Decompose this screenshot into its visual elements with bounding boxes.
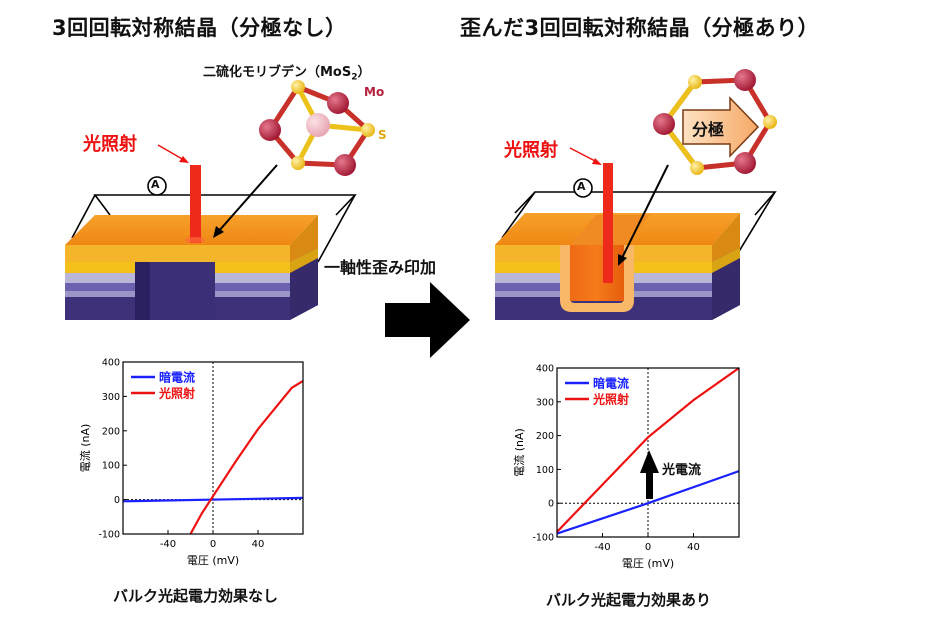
y-tick-label: 0 xyxy=(114,495,120,506)
y-axis-label: 電流 (nA) xyxy=(78,424,92,473)
left-ammeter xyxy=(147,176,167,196)
s-label: S xyxy=(378,128,387,142)
right-device xyxy=(495,147,777,320)
left-laser-beam xyxy=(190,165,201,243)
legend-label-0: 暗電流 xyxy=(159,370,195,385)
y-tick-label: 300 xyxy=(102,392,120,403)
series-line-0 xyxy=(122,496,304,503)
y-tick-label: 200 xyxy=(536,431,554,442)
mo-label: Mo xyxy=(364,85,385,99)
y-tick-label: 300 xyxy=(536,397,554,408)
y-tick-label: -100 xyxy=(532,533,554,544)
right-ammeter xyxy=(573,178,593,198)
x-tick-label: 0 xyxy=(645,542,651,553)
left-caption: バルク光起電力効果なし xyxy=(113,587,279,605)
y-tick-label: 100 xyxy=(102,461,120,472)
right-ammeter-label: A xyxy=(577,180,586,193)
left-device xyxy=(65,144,357,320)
right-trench xyxy=(560,245,634,312)
right-caption: バルク光起電力効果あり xyxy=(546,591,712,609)
molecule-label: 二硫化モリブデン（MoS2） xyxy=(203,65,371,83)
y-tick-label: 100 xyxy=(536,465,554,476)
right-iv-chart: -100 0 100 200 300 400 -40 0 40 電圧 (mV) 電流 (nA) 暗電流… xyxy=(512,364,740,570)
series-line-0 xyxy=(556,470,740,535)
left-circuit-wire xyxy=(93,194,357,216)
x-tick-label: 40 xyxy=(687,542,700,553)
y-tick-label: 400 xyxy=(102,358,120,369)
strain-label: 一軸性歪み印加 xyxy=(324,258,437,277)
left-iv-chart: -100 0 100 200 300 400 -40 0 40 電圧 (mV) 電流 (nA) 暗電流… xyxy=(78,358,304,567)
x-tick-label: -40 xyxy=(160,539,176,550)
series-line-1 xyxy=(189,379,304,535)
polarization-arrow xyxy=(682,96,760,158)
left-mos2-molecule xyxy=(259,80,375,176)
left-title: 3回回転対称結晶（分極なし） xyxy=(52,16,347,40)
x-axis-label: 電圧 (mV) xyxy=(187,554,239,567)
right-laser-beam xyxy=(603,163,613,283)
polarization-label: 分極 xyxy=(692,120,725,139)
legend-label-0: 暗電流 xyxy=(593,376,629,391)
series-line-1 xyxy=(556,367,740,533)
legend-label-1: 光照射 xyxy=(592,392,629,407)
y-axis-label: 電流 (nA) xyxy=(512,428,526,477)
x-axis-label: 電圧 (mV) xyxy=(622,557,674,570)
left-light-label: 光照射 xyxy=(83,134,137,155)
legend-label-1: 光照射 xyxy=(158,386,195,401)
strain-arrow xyxy=(385,282,470,358)
right-mos2-molecule xyxy=(653,69,777,175)
right-title: 歪んだ3回回転対称結晶（分極あり） xyxy=(460,16,820,40)
y-tick-label: 400 xyxy=(536,364,554,375)
y-tick-label: -100 xyxy=(98,530,120,541)
x-tick-label: 40 xyxy=(252,539,265,550)
right-light-label: 光照射 xyxy=(504,140,558,161)
x-tick-label: 0 xyxy=(210,539,216,550)
left-cavity xyxy=(135,262,215,320)
left-ammeter-label: A xyxy=(151,178,160,191)
photocurrent-label: 光電流 xyxy=(662,463,702,478)
photocurrent-arrow xyxy=(640,450,659,499)
y-tick-label: 200 xyxy=(102,426,120,437)
y-tick-label: 0 xyxy=(548,499,554,510)
x-tick-label: -40 xyxy=(594,542,610,553)
